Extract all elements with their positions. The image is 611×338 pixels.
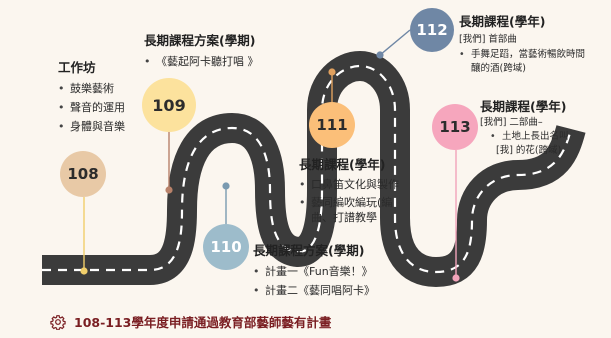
milestone-110-circle: 110 — [203, 224, 249, 270]
block-112-title: 長期課程(學年) — [459, 14, 546, 29]
block-108-title: 工作坊 — [58, 60, 96, 75]
block-108-item: 身體與音樂 — [58, 117, 125, 136]
gear-icon — [50, 314, 66, 330]
milestone-112-circle: 112 — [410, 8, 454, 52]
block-110-title: 長期課程方案(學期) — [253, 243, 365, 258]
footer-text: 108-113學年度申請通過教育部藝師藝有計畫 — [74, 315, 332, 330]
block-113-title: 長期課程(學年) — [480, 99, 567, 114]
block-109-title: 長期課程方案(學期) — [144, 33, 256, 48]
connector-dot-111 — [328, 68, 336, 76]
block-108-item: 鼓樂藝術 — [58, 79, 125, 98]
block-110-item: 計畫一《Fun音樂！》 — [253, 262, 375, 281]
connector-dot-108 — [80, 267, 88, 275]
block-108: 工作坊 鼓樂藝術 聲音的運用 身體與音樂 — [58, 57, 125, 136]
block-113-outro: [我] 的花(跨域) — [496, 145, 562, 156]
connector-line-112 — [379, 29, 411, 56]
block-111: 長期課程(學年) 口鼻笛文化與製作 藝同編吹編玩(編曲、打譜教學 — [299, 154, 413, 225]
milestone-109-circle: 109 — [142, 78, 196, 132]
block-112-intro: [我們] 首部曲 — [459, 34, 517, 45]
block-111-item: 藝同編吹編玩(編曲、打譜教學 — [299, 195, 413, 225]
milestone-113-circle: 113 — [432, 104, 478, 150]
connector-lines — [80, 29, 460, 282]
milestone-111-circle: 111 — [309, 102, 355, 148]
block-108-item: 聲音的運用 — [58, 98, 125, 117]
block-109-item: 《藝起阿卡聽打唱 》 — [144, 52, 259, 71]
block-111-item: 口鼻笛文化與製作 — [299, 177, 413, 192]
block-113-intro: [我們] 二部曲– — [480, 117, 543, 128]
connector-dot-109 — [165, 186, 173, 194]
block-110-item: 計畫二《藝同唱阿卡》 — [253, 281, 375, 300]
road-centerline — [42, 64, 573, 274]
block-113: 長期課程(學年) [我們] 二部曲– 土地上長出名叫 [我] 的花(跨域) — [480, 96, 569, 158]
block-110: 長期課程方案(學期) 計畫一《Fun音樂！》 計畫二《藝同唱阿卡》 — [253, 240, 375, 300]
connector-dot-113 — [452, 274, 460, 282]
block-112: 長期課程(學年) [我們] 首部曲 手舞足蹈，當藝術暢飲時間釀的酒(跨域) — [459, 11, 593, 76]
block-109: 長期課程方案(學期) 《藝起阿卡聽打唱 》 — [144, 30, 259, 71]
connector-dot-112 — [376, 51, 384, 59]
connector-dot-110 — [222, 182, 230, 190]
milestone-108-circle: 108 — [60, 151, 106, 197]
block-112-item: 手舞足蹈，當藝術暢飲時間釀的酒(跨域) — [459, 48, 593, 76]
footer: 108-113學年度申請通過教育部藝師藝有計畫 — [50, 312, 331, 331]
block-111-title: 長期課程(學年) — [299, 157, 386, 172]
block-113-item: 土地上長出名叫 — [490, 130, 569, 144]
